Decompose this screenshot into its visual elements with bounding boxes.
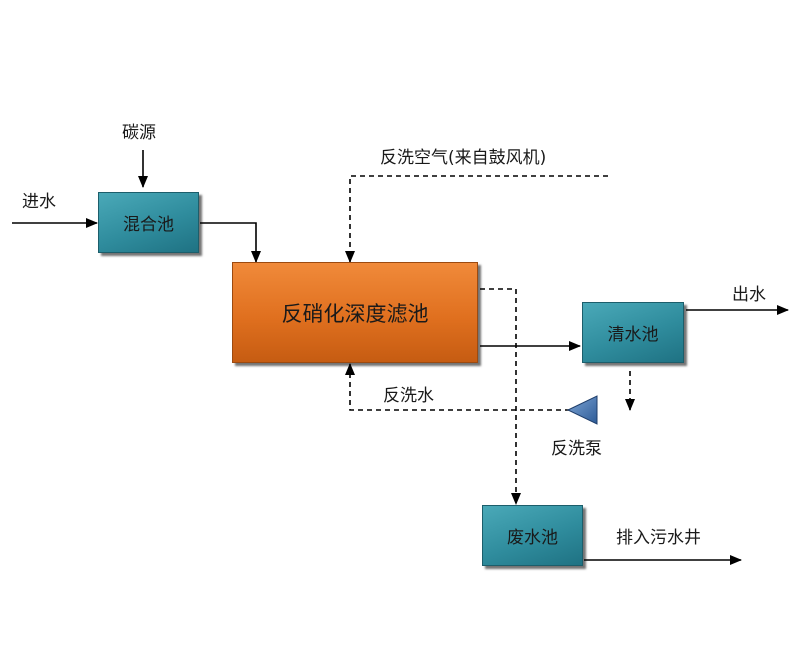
filter-label: 反硝化深度滤池 <box>281 301 429 326</box>
backwash-pump-label: 反洗泵 <box>551 439 602 459</box>
backwash-air-label: 反洗空气(来自鼓风机) <box>380 148 547 168</box>
mix-to-filter-line <box>200 222 261 263</box>
backwash-air-line <box>345 175 608 263</box>
waste-tank-label: 废水池 <box>507 528 558 548</box>
to-sewer-label: 排入污水井 <box>616 528 701 548</box>
carbon-source-label: 碳源 <box>122 123 156 143</box>
filter-to-waste-line <box>480 288 521 505</box>
backwash-pump-icon <box>566 395 598 425</box>
outlet-label: 出水 <box>732 285 766 305</box>
denitrification-filter: 反硝化深度滤池 <box>232 262 478 363</box>
inlet-label: 进水 <box>22 192 56 212</box>
mixing-tank: 混合池 <box>98 192 199 253</box>
clear-water-tank: 清水池 <box>582 302 684 363</box>
clear-tank-label: 清水池 <box>607 325 659 345</box>
backwash-water-label: 反洗水 <box>383 386 434 406</box>
mixing-tank-label: 混合池 <box>123 215 174 235</box>
backwash-water-line <box>345 363 570 411</box>
waste-water-tank: 废水池 <box>482 505 583 566</box>
